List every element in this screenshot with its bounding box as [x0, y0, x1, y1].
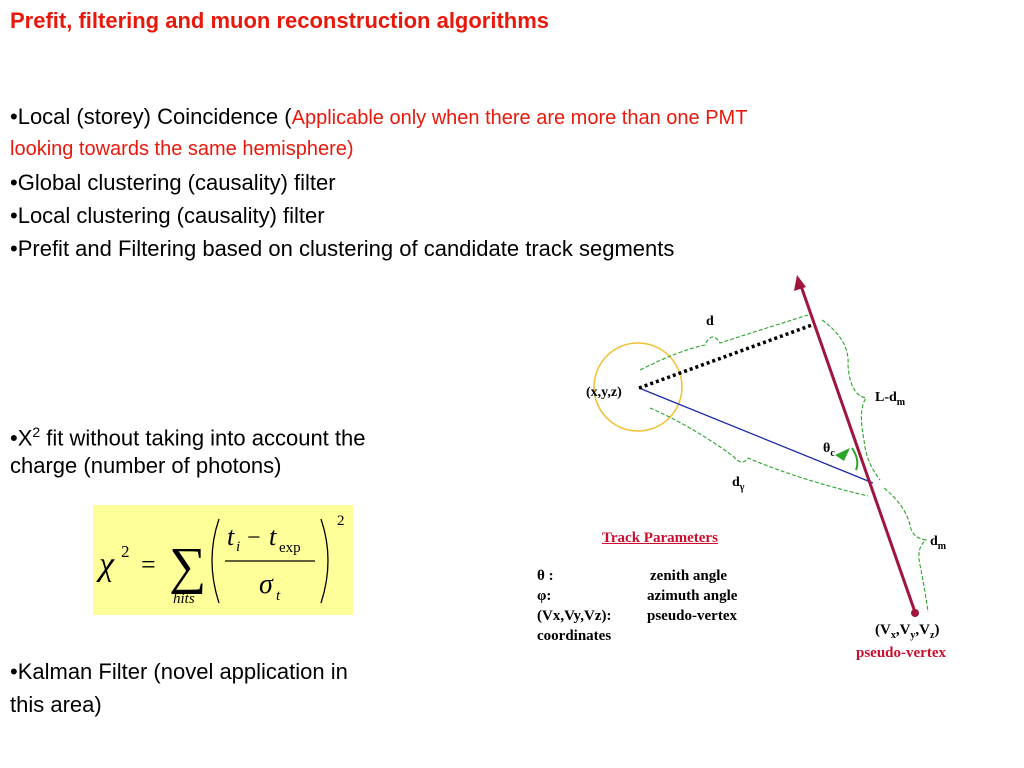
track-param-desc: pseudo-vertex: [647, 608, 737, 624]
formula-left-paren: [211, 518, 220, 604]
point-label: (x,y,z): [586, 385, 622, 400]
cherenkov-angle-arrow: [835, 448, 850, 461]
formula-texp-subscript: exp: [279, 540, 301, 556]
distance-d-label: d: [706, 314, 714, 329]
formula-equals: =: [141, 550, 156, 579]
cherenkov-angle-label: θc: [823, 441, 835, 459]
formula-chi-exponent: 2: [121, 542, 130, 561]
track-param-desc: zenith angle: [650, 568, 728, 584]
formula-right-paren: [320, 518, 329, 604]
pseudo-vertex-point: [911, 609, 919, 617]
distance-dgamma-label: dγ: [732, 475, 745, 493]
bullet-local-coincidence-text: •Local (storey) Coincidence (: [10, 104, 292, 129]
distance-dm-label: dm: [930, 534, 947, 552]
distance-l-dm-label: L-dm: [875, 390, 906, 408]
track-param-symbol: coordinates: [537, 628, 612, 644]
bullet-x2-prefix: •X: [10, 425, 33, 451]
bullet-local-clustering: •Local clustering (causality) filter: [10, 203, 325, 228]
formula-sum: ∑: [169, 538, 206, 595]
track-param-desc: azimuth angle: [647, 588, 738, 604]
closest-approach-dotted-line: [638, 323, 813, 390]
formula-sigma: σ: [259, 569, 274, 600]
brace-l-dm: [821, 319, 881, 481]
formula-sigma-subscript: t: [276, 588, 281, 604]
track-param-symbol: φ:: [537, 588, 552, 604]
slide-title: Prefit, filtering and muon reconstructio…: [10, 8, 550, 33]
vertex-coordinates-label: (Vx,Vy,Vz): [875, 622, 940, 641]
bullet-local-coincidence-note-cont: looking towards the same hemisphere): [10, 138, 354, 160]
chi-square-formula: χ 2 = ∑ hits t i − t exp σ t 2: [93, 505, 353, 615]
bullet-kalman-cont: this area): [10, 692, 102, 717]
bullet-x2-sup: 2: [32, 424, 41, 440]
brace-dm: [883, 487, 929, 613]
formula-ti-subscript: i: [236, 539, 240, 555]
track-param-symbol: (Vx,Vy,Vz):: [537, 608, 612, 624]
chi-square-formula-svg: χ 2 = ∑ hits t i − t exp σ t 2: [96, 513, 345, 607]
track-param-symbol: θ :: [537, 568, 554, 584]
formula-chi: χ: [96, 546, 115, 583]
cherenkov-angle-arc: [851, 447, 859, 471]
brace-d: [639, 314, 809, 371]
muon-track-line: [798, 282, 918, 616]
muon-track-arrowhead: [794, 275, 806, 291]
pseudo-vertex-label: pseudo-vertex: [856, 645, 946, 661]
bullet-global-clustering: •Global clustering (causality) filter: [10, 170, 336, 195]
formula-outer-exponent: 2: [337, 513, 345, 529]
bullet-x2-rest: fit without taking into account the: [40, 425, 366, 451]
formula-sum-subscript: hits: [173, 591, 195, 607]
photon-path-line: [638, 387, 874, 484]
formula-texp: t: [269, 522, 277, 551]
bullet-kalman: •Kalman Filter (novel application in: [10, 659, 348, 684]
bullet-local-coincidence: •Local (storey) Coincidence (Applicable …: [10, 100, 747, 135]
formula-minus: −: [247, 525, 261, 551]
formula-ti: t: [227, 522, 235, 551]
optical-module-circle: [593, 342, 683, 432]
bullet-local-coincidence-note: Applicable only when there are more than…: [291, 107, 748, 129]
brace-dgamma: [649, 407, 869, 497]
track-parameters-title: Track Parameters: [602, 530, 718, 546]
bullet-x2-fit-cont: charge (number of photons): [10, 453, 282, 478]
bullet-x2-fit: •X2 fit without taking into account the: [10, 416, 366, 454]
bullet-prefit-filtering: •Prefit and Filtering based on clusterin…: [10, 236, 675, 261]
